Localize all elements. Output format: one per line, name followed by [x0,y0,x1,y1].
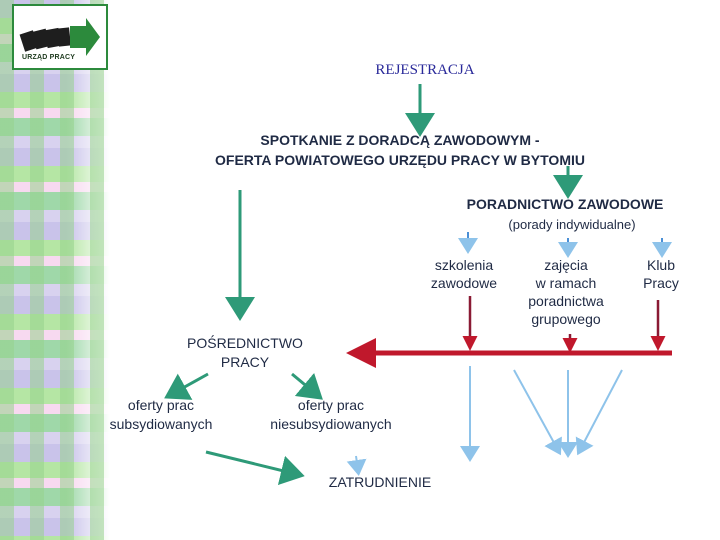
node-poradnictwo-title: PORADNICTWO ZAWODOWE [466,196,664,212]
node-zajecia-line3: poradnictwa [528,293,604,309]
node-spotkanie: SPOTKANIE Z DORADCĄ ZAWODOWYM - OFERTA P… [140,130,660,170]
node-szkolenia: szkolenia zawodowe [414,256,514,292]
node-oferty-niesub: oferty prac niesubsydiowanych [246,396,416,434]
arrow-to-oferty-niesub [291,372,323,400]
node-poradnictwo-sub: (porady indywidualne) [508,217,636,232]
node-szkolenia-line1: szkolenia [434,257,494,273]
node-posrednictwo-line1: POŚREDNICTWO [187,335,303,351]
node-klub-line1: Klub [646,257,676,273]
node-zajecia-line1: zajęcia [544,257,588,273]
node-zajecia: zajęcia w ramach poradnictwa grupowego [506,256,626,328]
node-klub: Klub Pracy [624,256,698,292]
node-szkolenia-line2: zawodowe [430,275,498,291]
node-oferty-niesub-line2: niesubsydiowanych [270,416,392,432]
node-posrednictwo-line2: PRACY [220,354,270,370]
node-spotkanie-line2: OFERTA POWIATOWEGO URZĘDU PRACY W BYTOMI… [215,152,585,168]
decorative-sidebar [0,0,110,540]
node-klub-line2: Pracy [643,275,679,291]
node-spotkanie-line1: SPOTKANIE Z DORADCĄ ZAWODOWYM - [260,132,540,148]
node-zatrudnienie: ZATRUDNIENIE [328,474,432,490]
node-oferty-niesub-line1: oferty prac [297,397,365,413]
node-oferty-sub-line2: subsydiowanych [109,416,213,432]
node-rejestracja: REJESTRACJA [375,62,475,78]
arrow-oferty-to-zatrudnienie [205,450,305,486]
logo-caption: URZĄD PRACY [22,54,76,61]
converging-arrows [346,366,623,476]
node-oferty-sub: oferty prac subsydiowanych [86,396,236,434]
urzad-pracy-logo-icon [19,18,100,56]
urzad-pracy-logo: URZĄD PRACY [12,4,108,70]
node-posrednictwo: POŚREDNICTWO PRACY [150,334,340,372]
node-zajecia-line2: w ramach [535,275,597,291]
node-oferty-sub-line1: oferty prac [127,397,195,413]
node-zajecia-line4: grupowego [531,311,601,327]
arrow-to-oferty-sub [164,372,209,400]
